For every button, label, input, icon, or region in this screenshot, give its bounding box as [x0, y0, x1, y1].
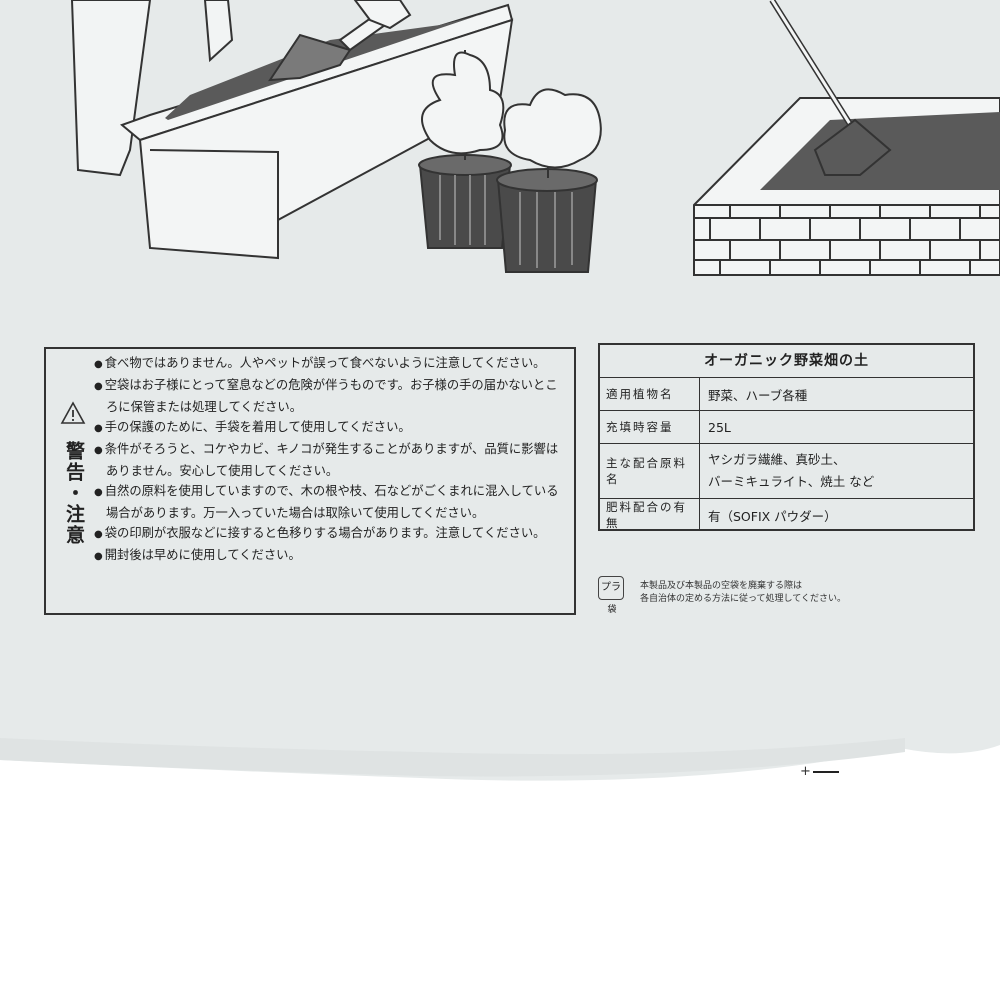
- bag-bottom-fold: [0, 738, 905, 777]
- warning-title: 警告・注意: [63, 441, 85, 546]
- spec-label: 主な配合原料名: [600, 444, 700, 498]
- spec-value: 有（SOFIX パウダー）: [700, 499, 973, 531]
- warning-triangle-icon: [60, 401, 86, 424]
- hand: [353, 0, 412, 30]
- scale-plus: +: [800, 764, 811, 779]
- scale-bar: [812, 770, 839, 773]
- disposal-note: 本製品及び本製品の空袋を廃棄する際は 各自治体の定める方法に従って処理してくださ…: [640, 580, 846, 606]
- spec-value-line: ヤシガラ繊維、真砂土、: [708, 452, 846, 467]
- trowel: [268, 33, 352, 82]
- potted-plant-2: [496, 88, 602, 273]
- spec-label: 適用植物名: [600, 378, 700, 410]
- warning-item: 手の保護のために、手袋を着用して使用してください。: [94, 417, 568, 439]
- spec-row: 肥料配合の有無 有（SOFIX パウダー）: [600, 499, 973, 531]
- spec-row: 適用植物名 野菜、ハーブ各種: [600, 378, 973, 411]
- warning-item: 袋の印刷が衣服などに接すると色移りする場合があります。注意してください。: [94, 523, 568, 545]
- disposal-line: 各自治体の定める方法に従って処理してください。: [640, 594, 847, 604]
- spec-value: 野菜、ハーブ各種: [700, 378, 973, 410]
- spec-title: オーガニック野菜畑の土: [600, 345, 973, 378]
- recycle-mark-text: プラ: [598, 576, 624, 600]
- recycle-mark-label: 袋: [607, 605, 617, 615]
- recycle-mark-icon: プラ 袋: [598, 576, 626, 618]
- spec-label: 充填時容量: [600, 411, 700, 443]
- spec-value-line: 有（SOFIX パウダー）: [708, 508, 837, 524]
- warning-item: 開封後は早めに使用してください。: [94, 545, 568, 567]
- warning-item: 自然の原料を使用していますので、木の根や枝、石などがごくまれに混入している場合が…: [94, 481, 568, 523]
- warning-item: 食べ物ではありません。人やペットが誤って食べないように注意してください。: [94, 353, 568, 375]
- potted-plant-1: [418, 50, 512, 249]
- spec-label: 肥料配合の有無: [600, 499, 700, 531]
- warning-side-label: 警告・注意: [54, 401, 94, 601]
- disposal-line: 本製品及び本製品の空袋を廃棄する際は: [640, 581, 803, 591]
- shovel: [769, 0, 892, 176]
- warning-item: 空袋はお子様にとって窒息などの危険が伴うものです。お子様の手の届かないところに保…: [94, 375, 568, 417]
- spec-row: 主な配合原料名 ヤシガラ繊維、真砂土、 バーミキュライト、焼土 など: [600, 444, 973, 499]
- scale-mark: +: [800, 764, 839, 779]
- spec-value: ヤシガラ繊維、真砂土、 バーミキュライト、焼土 など: [700, 444, 973, 498]
- spec-value-line: バーミキュライト、焼土 など: [708, 474, 875, 489]
- spec-value: 25L: [700, 411, 973, 443]
- spec-row: 充填時容量 25L: [600, 411, 973, 444]
- product-spec-table: オーガニック野菜畑の土 適用植物名 野菜、ハーブ各種 充填時容量 25L 主な配…: [598, 343, 975, 531]
- warning-box: 警告・注意 食べ物ではありません。人やペットが誤って食べないように注意してくださ…: [44, 347, 576, 615]
- warning-list: 食べ物ではありません。人やペットが誤って食べないように注意してください。 空袋は…: [94, 353, 568, 567]
- spec-value-line: 野菜、ハーブ各種: [708, 387, 808, 403]
- spec-value-line: 25L: [708, 419, 731, 435]
- warning-item: 条件がそろうと、コケやカビ、キノコが発生することがありますが、品質に影響はありま…: [94, 439, 568, 481]
